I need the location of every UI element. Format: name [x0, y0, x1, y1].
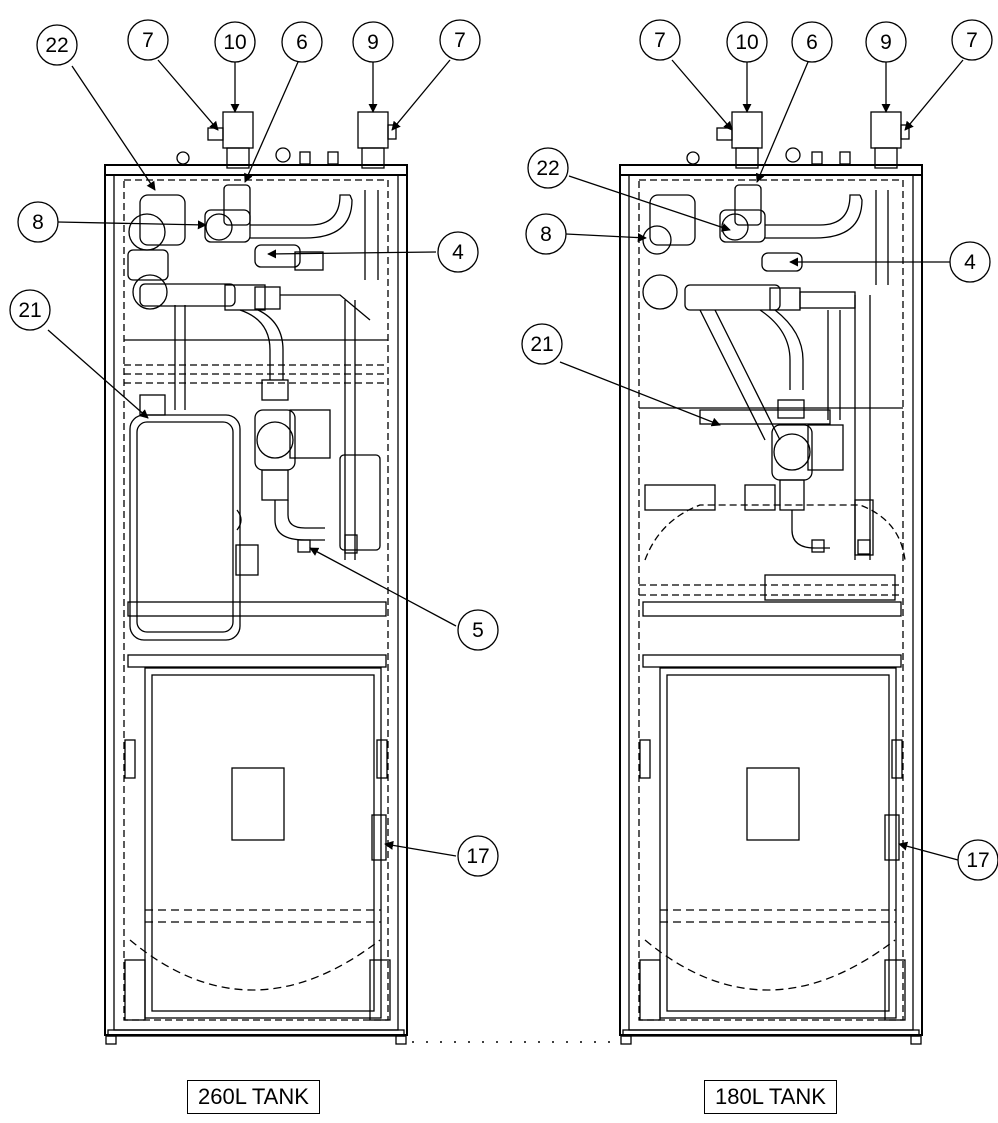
callout-5-left: 5	[472, 619, 484, 642]
balloons	[9, 19, 998, 881]
callout-17-right: 17	[966, 849, 989, 872]
callout-8-left: 8	[32, 211, 44, 234]
callout-7-left-b: 7	[454, 29, 466, 52]
callout-21-right: 21	[530, 333, 553, 356]
callout-7-right-a: 7	[654, 29, 666, 52]
callout-7-left-a: 7	[142, 29, 154, 52]
caption-180l-tank: 180L TANK	[704, 1080, 837, 1114]
callout-7-right-b: 7	[966, 29, 978, 52]
callout-22-right: 22	[536, 157, 559, 180]
callout-6-left: 6	[296, 31, 308, 54]
callouts-180l	[559, 59, 964, 861]
callout-22-left: 22	[45, 34, 68, 57]
callout-8-right: 8	[540, 223, 552, 246]
callout-10-left: 10	[223, 31, 246, 54]
callout-4-right: 4	[964, 251, 976, 274]
callout-9-left: 9	[367, 31, 379, 54]
callout-10-right: 10	[735, 31, 758, 54]
unit-260l-drawing	[104, 111, 408, 1045]
callout-6-right: 6	[806, 31, 818, 54]
callout-4-left: 4	[452, 241, 464, 264]
unit-180l-drawing	[619, 111, 923, 1045]
callout-21-left: 21	[18, 299, 41, 322]
callout-17-left: 17	[466, 845, 489, 868]
caption-260l-tank: 260L TANK	[187, 1080, 320, 1114]
callouts-260l	[47, 59, 457, 857]
callout-9-right: 9	[880, 31, 892, 54]
